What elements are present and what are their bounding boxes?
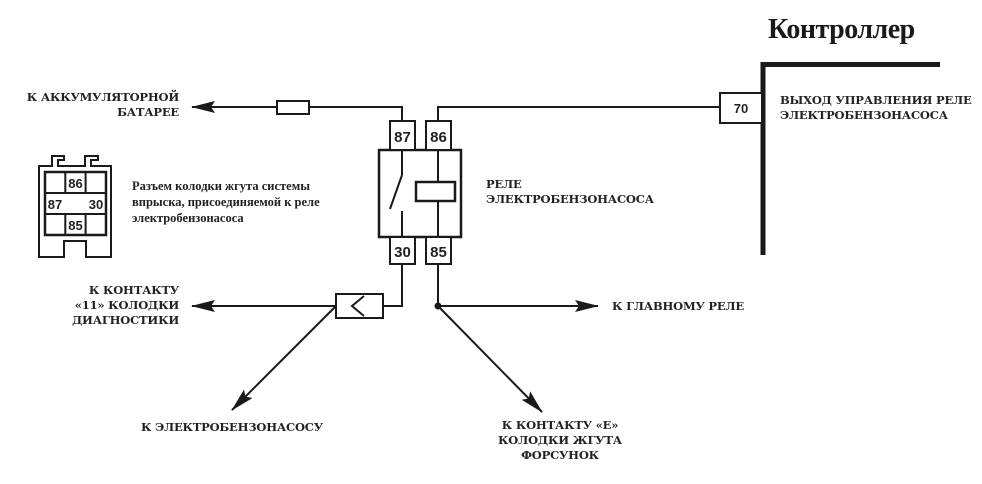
relay-pin-30-label: 30 [394, 244, 411, 261]
diagnostics-label: К КОНТАКТУ «11» КОЛОДКИ ДИАГНОСТИКИ [72, 283, 179, 328]
relay-label: РЕЛЕ ЭЛЕКТРОБЕНЗОНАСОСА [486, 177, 654, 207]
wire-to-injectors [437, 305, 543, 413]
connector-pin-85: 85 [68, 218, 82, 233]
relay-coil [414, 150, 457, 237]
connector-pin-86: 86 [68, 176, 82, 191]
controller-frame [760, 62, 940, 255]
injector-label-line2: КОЛОДКИ ЖГУТА [498, 433, 622, 447]
wire-to-fuel-pump [231, 305, 337, 411]
controller-pin-70: 70 [719, 92, 763, 124]
wire-86-to-controller [437, 106, 720, 121]
wire-30-down [383, 264, 403, 307]
connector-pin-87: 87 [48, 197, 62, 212]
connector-pin-30: 30 [89, 197, 103, 212]
battery-label: К АККУМУЛЯТОРНОЙ БАТАРЕЕ [27, 90, 179, 120]
wire-87-to-battery [191, 101, 403, 121]
connector-caption: Разъем колодки жгута системы впрыска, пр… [132, 178, 320, 226]
relay: 87 86 30 85 [377, 120, 463, 265]
relay-pin-87 [389, 120, 416, 151]
diagnostics-label-line2: «11» КОЛОДКИ [74, 298, 179, 312]
controller-pin-70-label: 70 [734, 101, 748, 116]
controller-pin-description: ВЫХОД УПРАВЛЕНИЯ РЕЛЕ ЭЛЕКТРОБЕНЗОНАСОСА [780, 93, 972, 123]
controller-title: Контроллер [768, 14, 915, 45]
relay-label-line1: РЕЛЕ [486, 177, 522, 191]
connector-caption-line2: впрыска, присоединяемой к реле [132, 195, 320, 209]
relay-switch-contact [389, 150, 403, 237]
relay-pin-87-label: 87 [394, 129, 411, 146]
relay-pin-85-label: 85 [430, 244, 447, 261]
harness-connector-pinout: 86 87 30 85 [38, 155, 112, 258]
main-relay-label: К ГЛАВНОМУ РЕЛЕ [612, 299, 744, 313]
injector-label: К КОНТАКТУ «Е» КОЛОДКИ ЖГУТА ФОРСУНОК [470, 418, 650, 463]
relay-pin-86-label: 86 [430, 129, 447, 146]
fuel-pump-label: К ЭЛЕКТРОБЕНЗОНАСОСУ [141, 420, 323, 434]
connector-caption-line1: Разъем колодки жгута системы [132, 179, 310, 193]
connector-caption-line3: электробензонасоса [132, 211, 244, 225]
fuse-symbol [276, 100, 310, 115]
diagnostics-label-line1: К КОНТАКТУ [88, 283, 179, 297]
controller-pin-description-line1: ВЫХОД УПРАВЛЕНИЯ РЕЛЕ [780, 93, 972, 107]
injector-label-line3: ФОРСУНОК [521, 448, 599, 462]
inline-connector-symbol [335, 293, 384, 319]
diagnostics-label-line3: ДИАГНОСТИКИ [72, 313, 179, 327]
controller-pin-description-line2: ЭЛЕКТРОБЕНЗОНАСОСА [780, 108, 948, 122]
battery-label-line2: БАТАРЕЕ [117, 105, 179, 119]
injector-label-line1: К КОНТАКТУ «Е» [501, 418, 619, 432]
relay-label-line2: ЭЛЕКТРОБЕНЗОНАСОСА [486, 192, 654, 206]
battery-label-line1: К АККУМУЛЯТОРНОЙ [26, 90, 179, 104]
